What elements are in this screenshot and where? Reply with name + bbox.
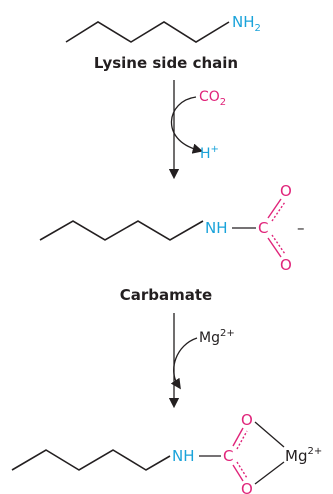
complex-c-o-top-bond <box>232 427 244 447</box>
carbamate-c-o-bottom-bond <box>267 237 282 258</box>
carbamate-carbon-label: C <box>258 219 268 237</box>
carbamate-caption: Carbamate <box>120 286 212 304</box>
amine-group-label: NH2 <box>232 13 261 34</box>
complex-c-o-bottom-dash <box>236 461 248 479</box>
carbamate-oxygen-bottom: O <box>280 256 292 274</box>
magnesium-reactant-label: Mg2+ <box>199 328 235 346</box>
proton-product-label: H+ <box>200 144 219 162</box>
complex-magnesium-label: Mg2+ <box>285 446 322 465</box>
step2-curved-arrow <box>170 337 198 390</box>
carbamate-nh-label: NH <box>205 219 228 237</box>
carbamate-c-o-top-bond <box>267 198 282 219</box>
lysine-caption: Lysine side chain <box>94 54 238 72</box>
complex-oxygen-top: O <box>241 411 253 429</box>
carbamate-chain-zigzag <box>39 220 204 241</box>
step1-curved-arrow <box>170 96 204 154</box>
lysine-chain-zigzag <box>65 21 230 43</box>
co2-reactant-label: CO2 <box>199 89 226 108</box>
complex-o-mg-top-bond <box>254 421 285 448</box>
complex-chain-zigzag <box>11 449 171 471</box>
complex-c-o-bottom-bond <box>232 464 244 482</box>
complex-carbon-label: C <box>223 447 233 465</box>
carbamate-c-o-top-dash <box>271 201 286 222</box>
carbamate-negative-charge: – <box>297 219 305 237</box>
complex-c-o-top-dash <box>236 430 248 450</box>
carbamate-c-o-bottom-dash <box>271 234 286 255</box>
complex-oxygen-bottom: O <box>241 480 253 494</box>
complex-o-mg-bottom-bond <box>254 461 285 485</box>
complex-nh-label: NH <box>172 447 195 465</box>
carbamate-oxygen-top: O <box>280 182 292 200</box>
